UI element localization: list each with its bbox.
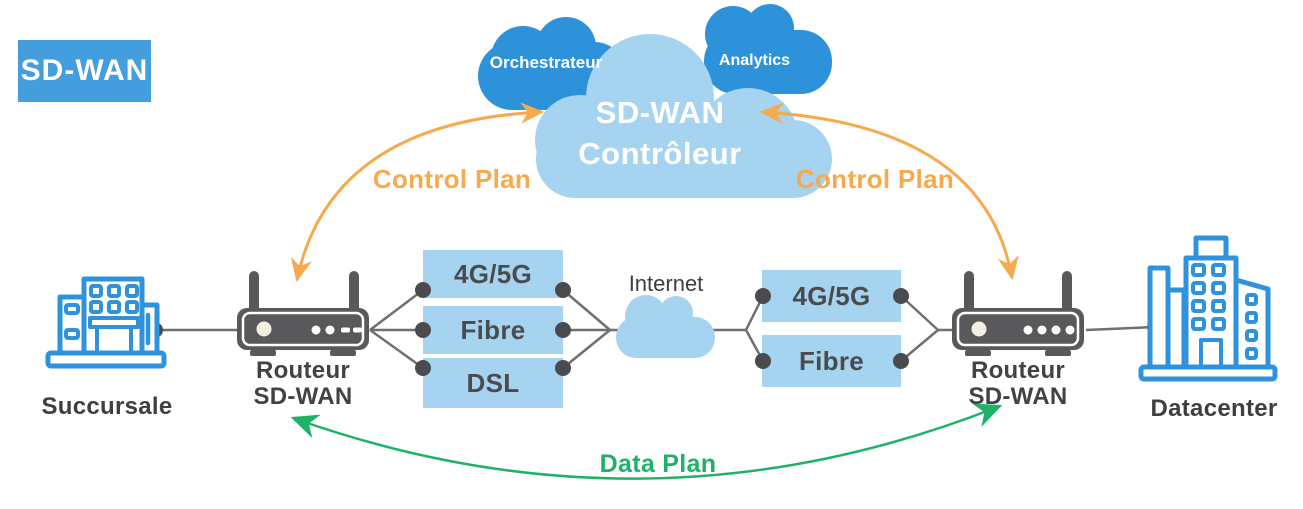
control-plane-label-left: Control Plan xyxy=(372,164,532,194)
link-box-dsl-left xyxy=(423,358,563,408)
branch-building-icon xyxy=(45,276,167,369)
data-plane-arrow xyxy=(290,403,1003,480)
controller-cloud-line1: SD-WAN xyxy=(595,95,725,130)
analytics-cloud-icon xyxy=(704,4,832,94)
link-box-fibre-left xyxy=(423,306,563,354)
analytics-label: Analytics xyxy=(718,52,791,69)
internet-cloud-icon xyxy=(616,295,715,358)
router-left-line1: Routeur xyxy=(255,357,351,384)
controller-cloud-icon xyxy=(535,34,832,198)
router-left-icon xyxy=(237,271,369,356)
link-label-4g5g-right: 4G/5G xyxy=(792,281,871,311)
router-right-line1: Routeur xyxy=(970,357,1066,384)
link-label-fibre-right: Fibre xyxy=(798,346,865,376)
branch-site-label: Succursale xyxy=(41,393,173,420)
link-box-fibre-right xyxy=(762,335,901,387)
orchestrator-label: Orchestrateur xyxy=(489,53,603,72)
controller-cloud-line2: Contrôleur xyxy=(578,136,742,171)
control-plane-arrow-right xyxy=(759,102,1019,281)
datacenter-site-label: Datacenter xyxy=(1150,395,1278,422)
datacenter-building-icon xyxy=(1138,235,1278,382)
control-plane-arrow-left xyxy=(290,102,545,283)
router-left-line2: SD-WAN xyxy=(253,383,353,410)
router-right-line2: SD-WAN xyxy=(968,383,1068,410)
router-left-label: Routeur SD-WAN xyxy=(228,358,378,410)
data-plane-label: Data Plan xyxy=(599,450,717,478)
link-label-4g5g-left: 4G/5G xyxy=(453,259,533,289)
link-label-fibre-left: Fibre xyxy=(460,315,526,345)
link-lines xyxy=(155,289,1156,370)
internet-label: Internet xyxy=(628,271,704,296)
controller-cloud-label: SD-WAN Contrôleur xyxy=(550,92,770,174)
router-right-icon xyxy=(952,271,1084,356)
link-label-dsl-left: DSL xyxy=(466,368,520,398)
router-right-label: Routeur SD-WAN xyxy=(943,358,1093,410)
control-plane-label-right: Control Plan xyxy=(795,164,955,194)
title-badge: SD-WAN xyxy=(18,40,151,102)
